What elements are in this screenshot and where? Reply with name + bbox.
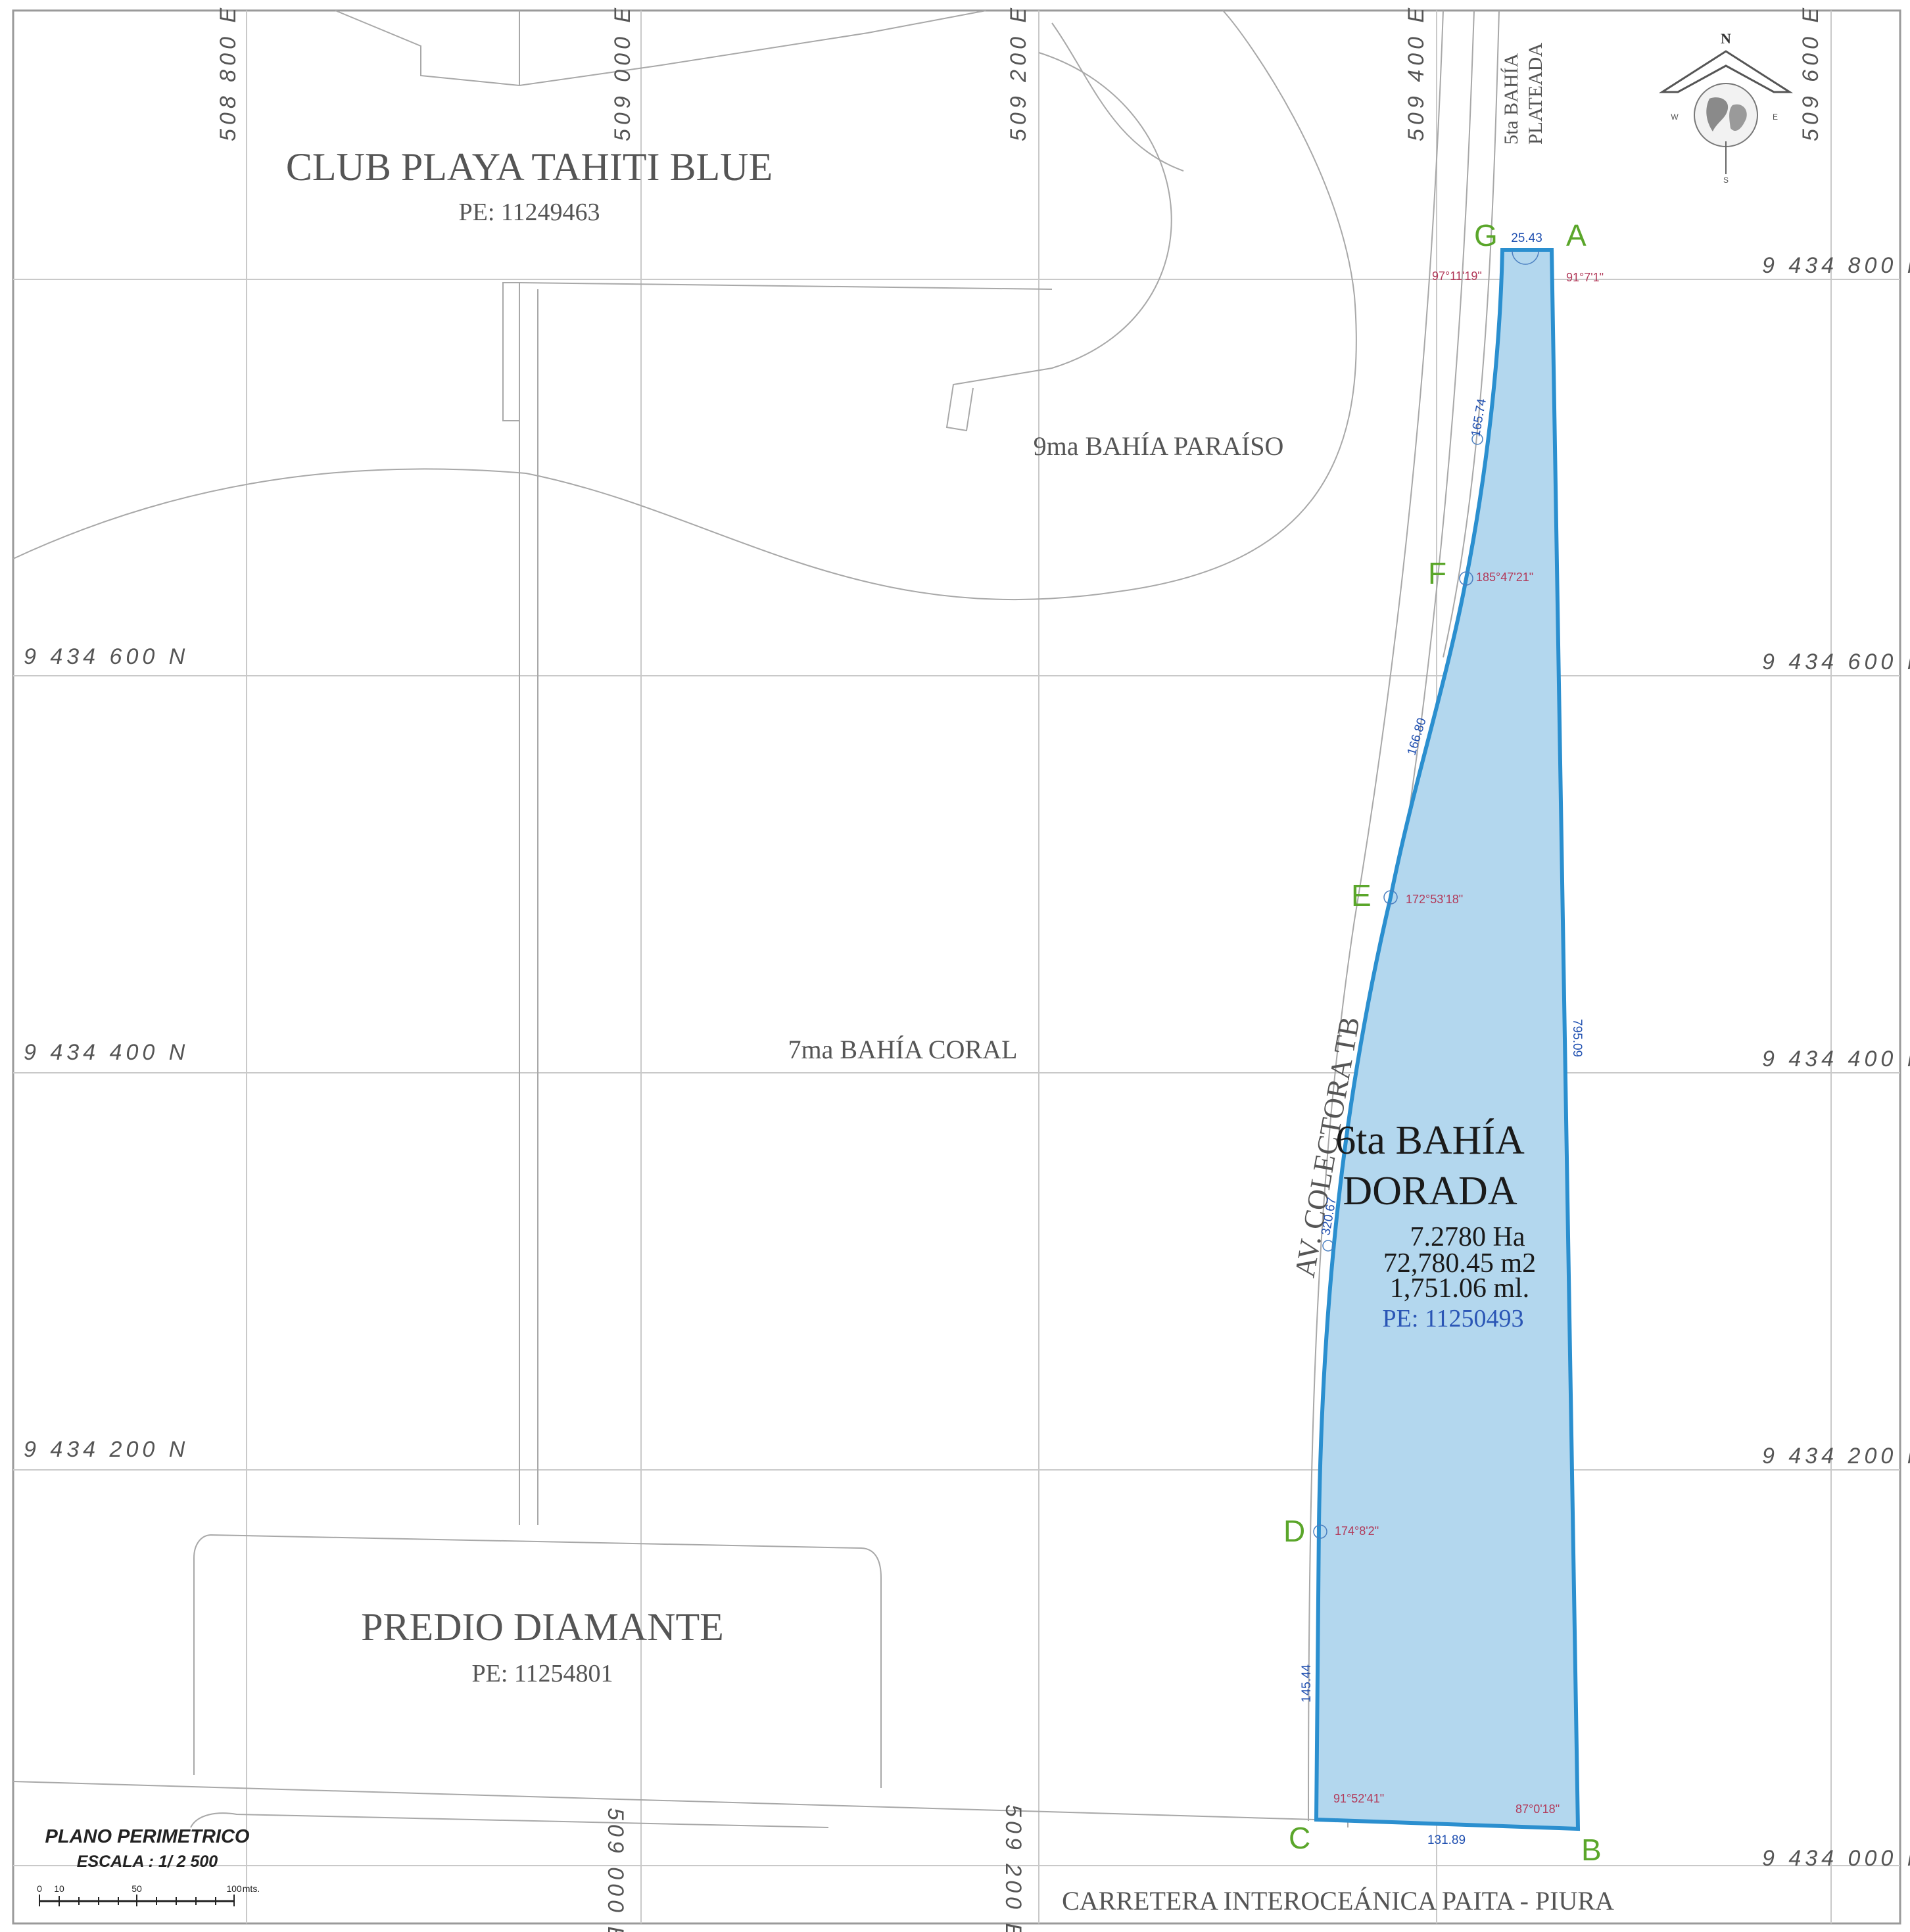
grid-label-east: 509 200 E (1006, 4, 1031, 141)
grid-label-north: 9 434 200 N (24, 1437, 189, 1462)
distance-cd: 145.44 (1300, 1664, 1314, 1703)
area-label-predio-diamante[interactable]: PREDIO DIAMANTE (361, 1605, 724, 1649)
scale-unit: mts. (243, 1883, 260, 1894)
angle-f: 185°47'21" (1476, 571, 1533, 584)
scale-tick-10: 10 (54, 1883, 64, 1894)
grid-north-labels: 9 434 800 N 9 434 600 N 9 434 600 N 9 43… (24, 253, 1910, 1871)
distance-ab: 795.09 (1570, 1019, 1584, 1057)
parcel-6ta-bahia-dorada[interactable] (1314, 248, 1581, 1831)
grid-label-north: 9 434 800 N (1762, 253, 1910, 278)
grid-label-north: 9 434 600 N (1762, 649, 1910, 674)
plan-scale: ESCALA : 1/ 2 500 (77, 1852, 218, 1871)
vertex-e[interactable]: E (1351, 878, 1372, 912)
vertex-d[interactable]: D (1283, 1514, 1305, 1548)
vertex-f[interactable]: F (1428, 556, 1446, 590)
area-label-bahia-coral[interactable]: 7ma BAHÍA CORAL (788, 1035, 1018, 1064)
grid-label-east: 509 000 E (610, 4, 635, 141)
distance-ga: 25.43 (1511, 231, 1542, 245)
angle-c: 91°52'41" (1333, 1792, 1384, 1805)
grid-label-east: 509 400 E (1404, 4, 1429, 141)
grid-label-north: 9 434 400 N (24, 1040, 189, 1065)
compass-w: W (1671, 112, 1679, 122)
parcel-perimeter: 1,751.06 ml. (1390, 1273, 1529, 1304)
grid-label-north: 9 434 600 N (24, 644, 189, 669)
parcel-labels: 6ta BAHÍA DORADA 7.2780 Ha 72,780.45 m2 … (1335, 1118, 1536, 1332)
vertex-b[interactable]: B (1581, 1833, 1602, 1867)
vertex-c[interactable]: C (1289, 1821, 1310, 1855)
angle-e: 172°53'18" (1406, 893, 1463, 906)
parcel-title-line1: 6ta BAHÍA (1335, 1118, 1525, 1163)
angle-d: 174°8'2" (1335, 1524, 1379, 1538)
compass-e: E (1773, 112, 1778, 122)
grid-label-east: 508 800 E (216, 4, 241, 141)
scale-bar: 0 10 50 100 mts. (37, 1883, 260, 1906)
vertex-a[interactable]: A (1566, 218, 1587, 252)
area-label-bahia-paraiso[interactable]: 9ma BAHÍA PARAÍSO (1034, 431, 1284, 461)
parcel-title-line2: DORADA (1343, 1169, 1517, 1213)
area-pe-predio-diamante: PE: 11254801 (472, 1660, 613, 1687)
angle-g: 97°11'19" (1432, 270, 1482, 283)
scale-tick-100: 100 (226, 1883, 242, 1894)
vertex-labels: A B C D E F G (1283, 218, 1602, 1867)
angle-b: 87°0'18" (1516, 1802, 1560, 1816)
grid-east-labels: 508 800 E 509 000 E 509 000 E 509 200 E … (216, 4, 1823, 1932)
area-pe-club-playa: PE: 11249463 (459, 199, 600, 226)
road-label-carretera: CARRETERA INTEROCEÁNICA PAITA - PIURA (1062, 1886, 1614, 1916)
parcel-pe: PE: 11250493 (1383, 1305, 1524, 1332)
title-block: PLANO PERIMETRICO ESCALA : 1/ 2 500 0 10… (37, 1826, 260, 1906)
grid-label-north: 9 434 400 N (1762, 1047, 1910, 1072)
grid-label-north: 9 434 200 N (1762, 1444, 1910, 1469)
parcel-area-m2: 72,780.45 m2 (1383, 1248, 1536, 1279)
area-label-bahia-plateada-2: PLATEADA (1525, 43, 1546, 145)
scale-tick-0: 0 (37, 1883, 42, 1894)
area-label-bahia-plateada[interactable]: 5ta BAHÍA (1500, 53, 1522, 145)
grid-label-east: 509 000 E (603, 1808, 628, 1932)
angle-arcs (1313, 250, 1539, 1539)
grid-label-north: 9 434 000 N (1762, 1846, 1910, 1871)
compass-n: N (1721, 30, 1731, 47)
area-label-club-playa[interactable]: CLUB PLAYA TAHITI BLUE (286, 145, 773, 189)
vertex-g[interactable]: G (1474, 218, 1498, 252)
north-arrow: N W E S (1658, 30, 1794, 185)
parcel-area-ha: 7.2780 Ha (1410, 1222, 1525, 1252)
neighbor-boundaries (12, 10, 1500, 1828)
compass-s: S (1723, 176, 1729, 185)
map-border (12, 9, 1901, 1925)
grid-label-east: 509 600 E (1798, 4, 1823, 141)
coordinate-grid (13, 11, 1900, 1923)
grid-label-east: 509 200 E (1001, 1804, 1026, 1932)
distance-fg: 165.74 (1469, 398, 1489, 438)
plan-title: PLANO PERIMETRICO (45, 1826, 250, 1847)
scale-tick-50: 50 (131, 1883, 142, 1894)
angle-labels: 91°7'1" 87°0'18" 91°52'41" 174°8'2" 172°… (1333, 270, 1604, 1816)
distance-bc: 131.89 (1427, 1833, 1466, 1847)
angle-a: 91°7'1" (1566, 271, 1604, 284)
